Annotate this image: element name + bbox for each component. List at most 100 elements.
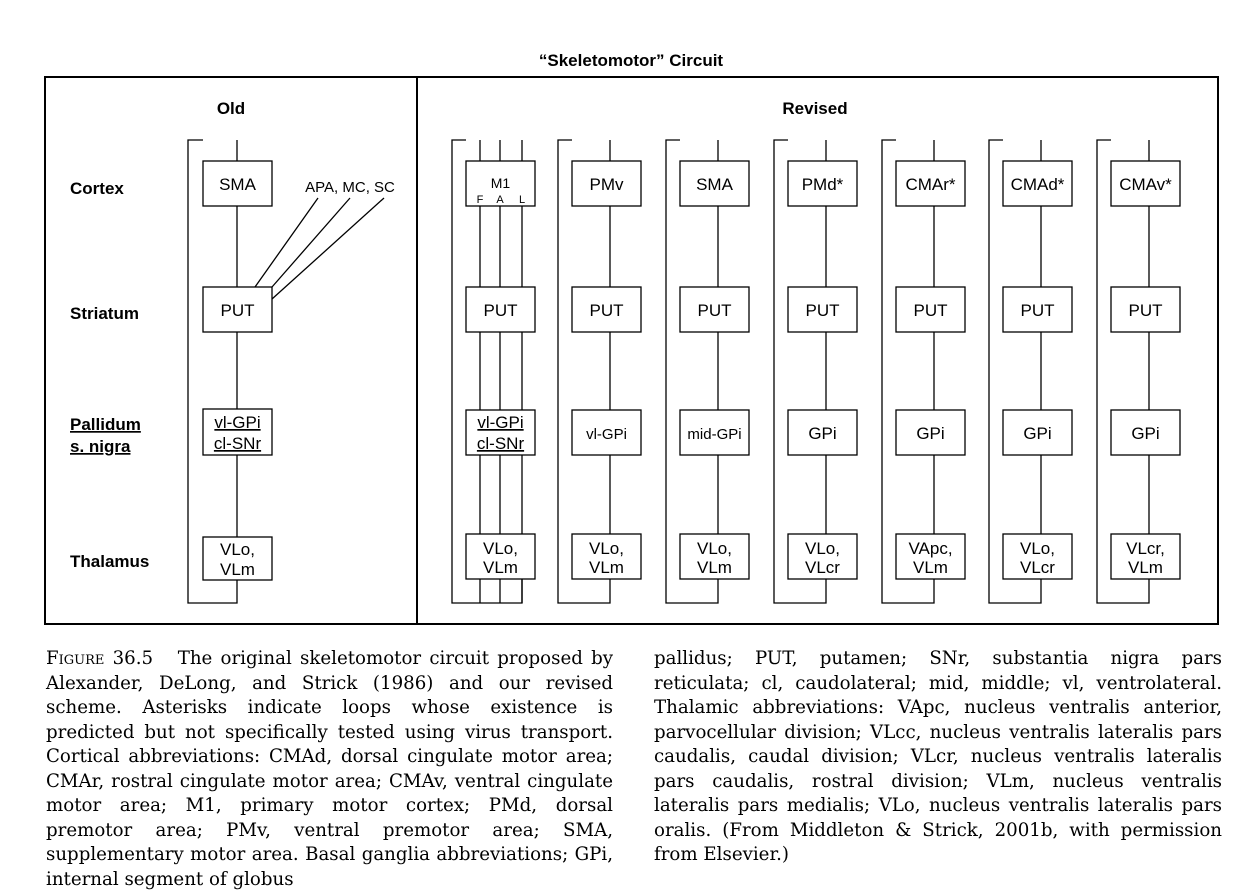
revised-striatum-box: [1002, 286, 1073, 333]
revised-thalamus-box: [571, 533, 642, 580]
caption-left-text: The original skeletomotor circuit propos…: [46, 648, 613, 890]
revised-cortex-label: M1: [491, 175, 511, 191]
revised-thalamus-box: [895, 533, 966, 580]
revised-loop-line: [665, 139, 719, 604]
revised-thalamus-line1: VLo,: [483, 539, 518, 558]
revised-thalamus-line1: VLcr,: [1126, 539, 1165, 558]
revised-cortex-label: PMd*: [802, 175, 844, 194]
revised-pallidum-label: vl-GPi: [586, 426, 627, 443]
somatotopic-sublabel: F: [477, 194, 484, 206]
diagram-title: “Skeletomotor” Circuit: [539, 51, 724, 70]
revised-thalamus-box: [1110, 533, 1181, 580]
input-fiber-1: [254, 197, 319, 288]
revised-cortex-box: [571, 160, 642, 207]
revised-column: [988, 139, 1073, 604]
revised-thalamus-line1: VLo,: [697, 539, 732, 558]
revised-striatum-label: PUT: [914, 301, 948, 320]
old-thalamus-box: [202, 536, 273, 581]
revised-striatum-box: [679, 286, 750, 333]
revised-column: [1096, 139, 1181, 604]
revised-cortex-box: [895, 160, 966, 207]
revised-pallidum-box: [787, 409, 858, 456]
row-label-cortex: Cortex: [70, 179, 124, 198]
row-label-s-nigra: s. nigra: [70, 437, 131, 456]
row-label-thalamus: Thalamus: [70, 552, 149, 571]
old-panel-heading: Old: [217, 99, 245, 118]
revised-thalamus-line2: VLm: [589, 558, 624, 577]
revised-striatum-label: PUT: [1021, 301, 1055, 320]
old-pallidum-line1: vl-GPi: [214, 413, 260, 432]
old-cortex-box: [202, 160, 273, 207]
revised-thalamus-line1: VApc,: [908, 539, 952, 558]
revised-thalamus-line2: VLm: [1128, 558, 1163, 577]
row-label-striatum: Striatum: [70, 304, 139, 323]
revised-cortex-box: [465, 160, 536, 207]
old-striatum-box: [202, 286, 273, 333]
revised-thalamus-line2: VLm: [697, 558, 732, 577]
old-pallidum-line2: cl-SNr: [214, 434, 262, 453]
revised-loop-line: [1096, 139, 1150, 604]
figure-caption-right: pallidus; PUT, putamen; SNr, substantia …: [654, 647, 1222, 868]
old-loop-line: [187, 139, 238, 604]
old-thalamus-line1: VLo,: [220, 540, 255, 559]
revised-thalamus-line2: VLm: [913, 558, 948, 577]
revised-pallidum-box: [1002, 409, 1073, 456]
revised-thalamus-box: [1002, 533, 1073, 580]
revised-striatum-label: PUT: [1129, 301, 1163, 320]
revised-loop-line: [557, 139, 611, 604]
revised-column: [557, 139, 642, 604]
revised-cortex-label: CMAr*: [905, 175, 955, 194]
figure-caption-left: Figure 36.5 The original skeletomotor ci…: [46, 647, 613, 892]
revised-loop-line: [988, 139, 1042, 604]
revised-thalamus-line2: VLm: [483, 558, 518, 577]
revised-panel-heading: Revised: [782, 99, 847, 118]
old-circuit: SMA APA, MC, SC PUT vl-GPi cl-SNr VLo, V…: [187, 139, 395, 604]
revised-pallidum-label: GPi: [1023, 424, 1051, 443]
revised-striatum-box: [571, 286, 642, 333]
revised-pallidum-box: [465, 409, 536, 456]
revised-striatum-box: [1110, 286, 1181, 333]
input-fiber-2: [271, 197, 351, 288]
revised-striatum-box: [895, 286, 966, 333]
revised-cortex-label: SMA: [696, 175, 734, 194]
revised-pallidum-label: GPi: [916, 424, 944, 443]
revised-pallidum-label: GPi: [808, 424, 836, 443]
revised-thalamus-line2: VLcr: [805, 558, 840, 577]
revised-pallidum-box: [679, 409, 750, 456]
revised-thalamus-line1: VLo,: [589, 539, 624, 558]
outer-frame: [44, 76, 1219, 625]
old-striatum-label: PUT: [221, 301, 255, 320]
revised-pallidum-line1: vl-GPi: [477, 413, 523, 432]
revised-column: [451, 139, 536, 604]
revised-loop-line: [881, 139, 935, 604]
revised-pallidum-box: [571, 409, 642, 456]
revised-thalamus-box: [679, 533, 750, 580]
revised-column: [665, 139, 750, 604]
row-labels: Cortex Striatum Pallidum s. nigra Thalam…: [70, 179, 149, 571]
old-cortex-inputs: APA, MC, SC: [305, 179, 395, 196]
old-thalamus-line2: VLm: [220, 560, 255, 579]
revised-pallidum-label: GPi: [1131, 424, 1159, 443]
input-fiber-3: [271, 197, 385, 300]
revised-thalamus-line1: VLo,: [805, 539, 840, 558]
revised-striatum-label: PUT: [806, 301, 840, 320]
revised-thalamus-box: [787, 533, 858, 580]
skeletomotor-circuit-diagram: “Skeletomotor” Circuit Old Revised Corte…: [44, 51, 1219, 625]
row-label-pallidum: Pallidum: [70, 415, 141, 434]
revised-striatum-box: [465, 286, 536, 333]
revised-thalamus-line1: VLo,: [1020, 539, 1055, 558]
revised-striatum-label: PUT: [698, 301, 732, 320]
caption-right-text: pallidus; PUT, putamen; SNr, substantia …: [654, 648, 1222, 865]
revised-cortex-box: [679, 160, 750, 207]
revised-cortex-box: [1002, 160, 1073, 207]
revised-pallidum-label: mid-GPi: [687, 426, 741, 443]
revised-column: [881, 139, 966, 604]
somatotopic-sublabel: L: [519, 194, 525, 206]
revised-striatum-box: [787, 286, 858, 333]
revised-pallidum-box: [895, 409, 966, 456]
revised-striatum-label: PUT: [484, 301, 518, 320]
revised-cortex-label: CMAv*: [1119, 175, 1172, 194]
revised-pallidum-line2: cl-SNr: [477, 434, 525, 453]
old-cortex-label: SMA: [219, 175, 257, 194]
